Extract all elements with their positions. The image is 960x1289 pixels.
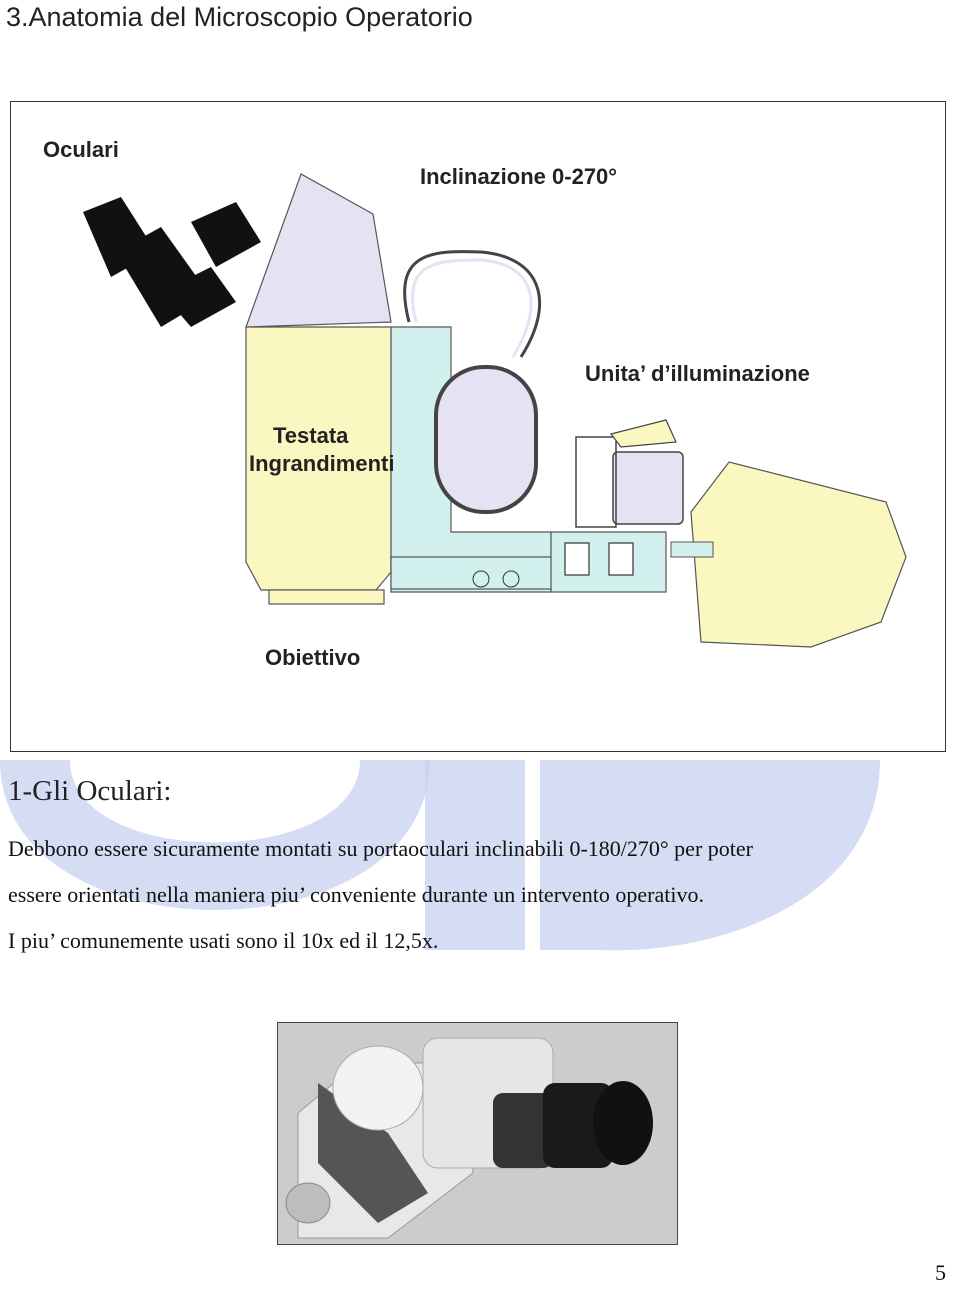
eyepiece-photo xyxy=(277,1022,678,1245)
label-illuminazione: Unita’ d’illuminazione xyxy=(585,361,810,386)
section-heading: 1-Gli Oculari: xyxy=(8,775,172,807)
label-inclinazione: Inclinazione 0-270° xyxy=(420,164,618,189)
paragraph-line-1: Debbono essere sicuramente montati su po… xyxy=(8,836,753,861)
label-oculari: Oculari xyxy=(43,137,119,162)
page-number: 5 xyxy=(935,1260,946,1285)
label-testata-line2: Ingrandimenti xyxy=(249,451,395,476)
paragraph-line-2: essere orientati nella maniera piu’ conv… xyxy=(8,882,704,907)
watermark-logo xyxy=(0,760,880,951)
page-title: 3.Anatomia del Microscopio Operatorio xyxy=(6,2,473,32)
label-testata-line1: Testata xyxy=(273,423,349,448)
paragraph-line-3: I piu’ comunemente usati sono il 10x ed … xyxy=(8,928,439,953)
microscope-diagram: Oculari Inclinazione 0-270° Unita’ d’ill… xyxy=(10,101,946,752)
label-obiettivo: Obiettivo xyxy=(265,645,361,670)
label-testata: Testata Ingrandimenti xyxy=(249,422,394,478)
